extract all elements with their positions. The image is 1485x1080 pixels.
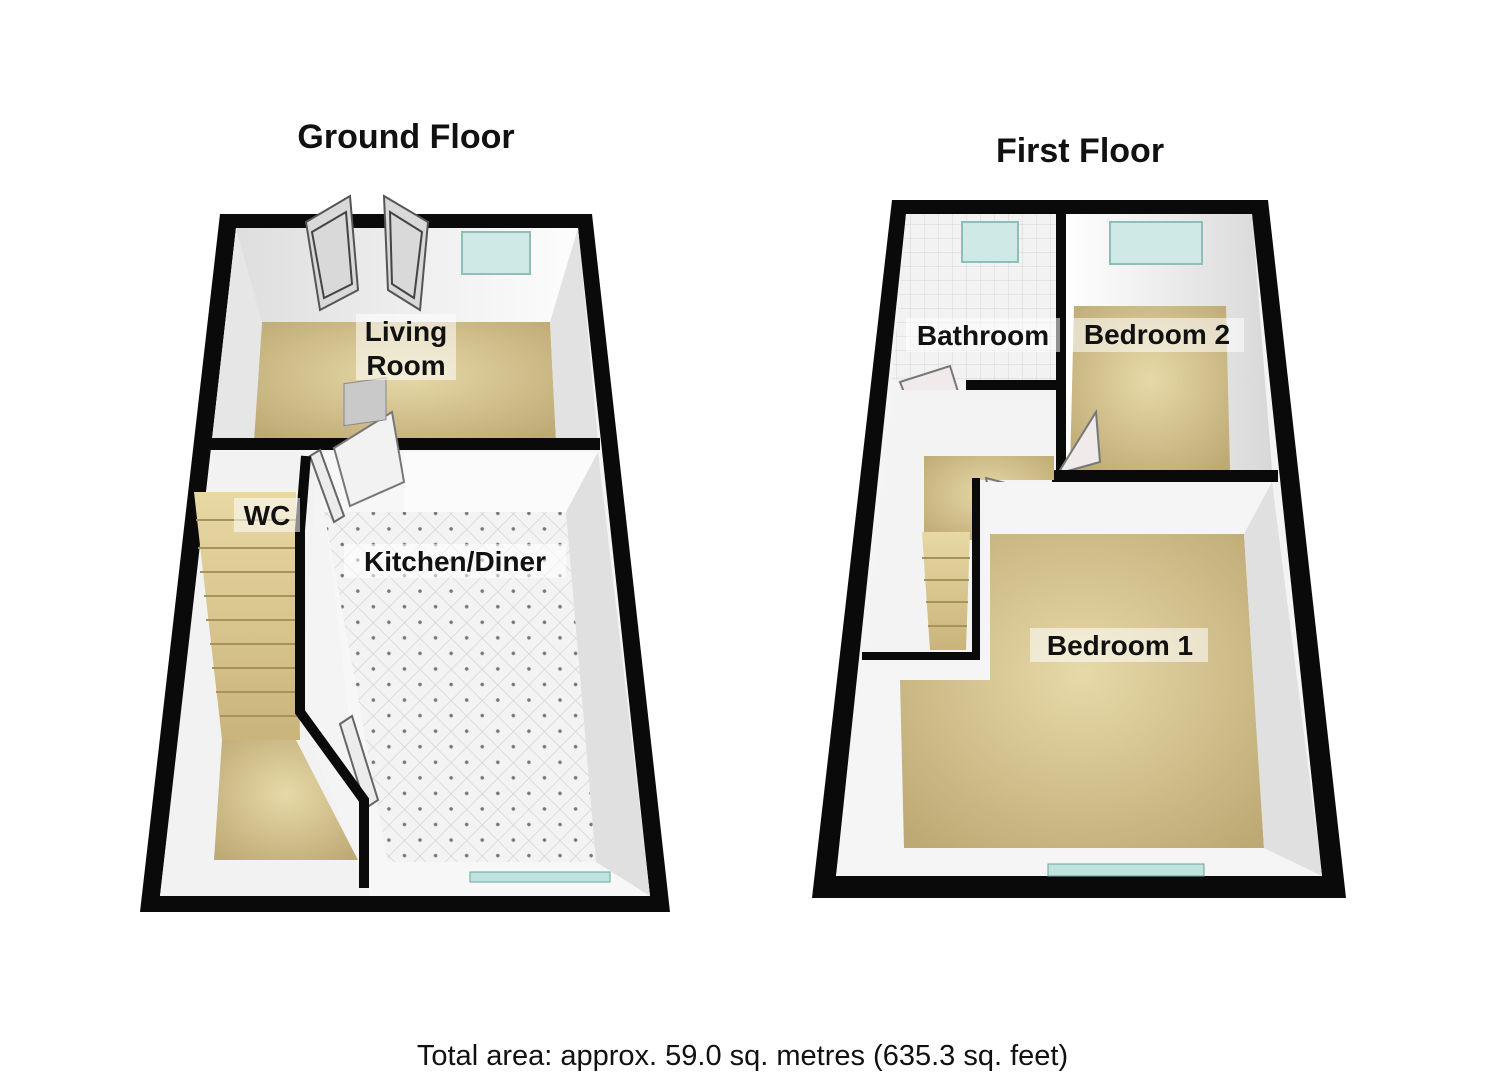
bedroom-1-window <box>1047 863 1205 877</box>
living-room-label-line1: Living <box>365 316 447 347</box>
bedroom-2-window <box>1109 221 1203 265</box>
bedroom-1 <box>836 482 1322 877</box>
bedroom-2-label: Bedroom 2 <box>1084 319 1230 350</box>
bathroom-label: Bathroom <box>917 320 1049 351</box>
ground-floor-title: Ground Floor <box>297 118 514 156</box>
living-room-label-line2: Room <box>366 350 445 381</box>
ground-floor-plan: Ground Floor <box>140 118 670 912</box>
kitchen-door <box>332 377 406 508</box>
wc-stairs-area <box>160 448 370 896</box>
bathroom-window <box>961 221 1019 263</box>
first-floor-plan: First Floor <box>812 132 1346 898</box>
kitchen-window <box>469 871 611 883</box>
bedroom-1-label: Bedroom 1 <box>1047 630 1193 661</box>
wc-label: WC <box>244 500 291 531</box>
kitchen-diner-label: Kitchen/Diner <box>364 546 546 577</box>
living-room <box>212 194 598 440</box>
french-doors <box>304 194 430 312</box>
living-room-window <box>461 231 531 275</box>
total-area-caption: Total area: approx. 59.0 sq. metres (635… <box>416 1040 1069 1072</box>
first-floor-title: First Floor <box>996 132 1164 170</box>
